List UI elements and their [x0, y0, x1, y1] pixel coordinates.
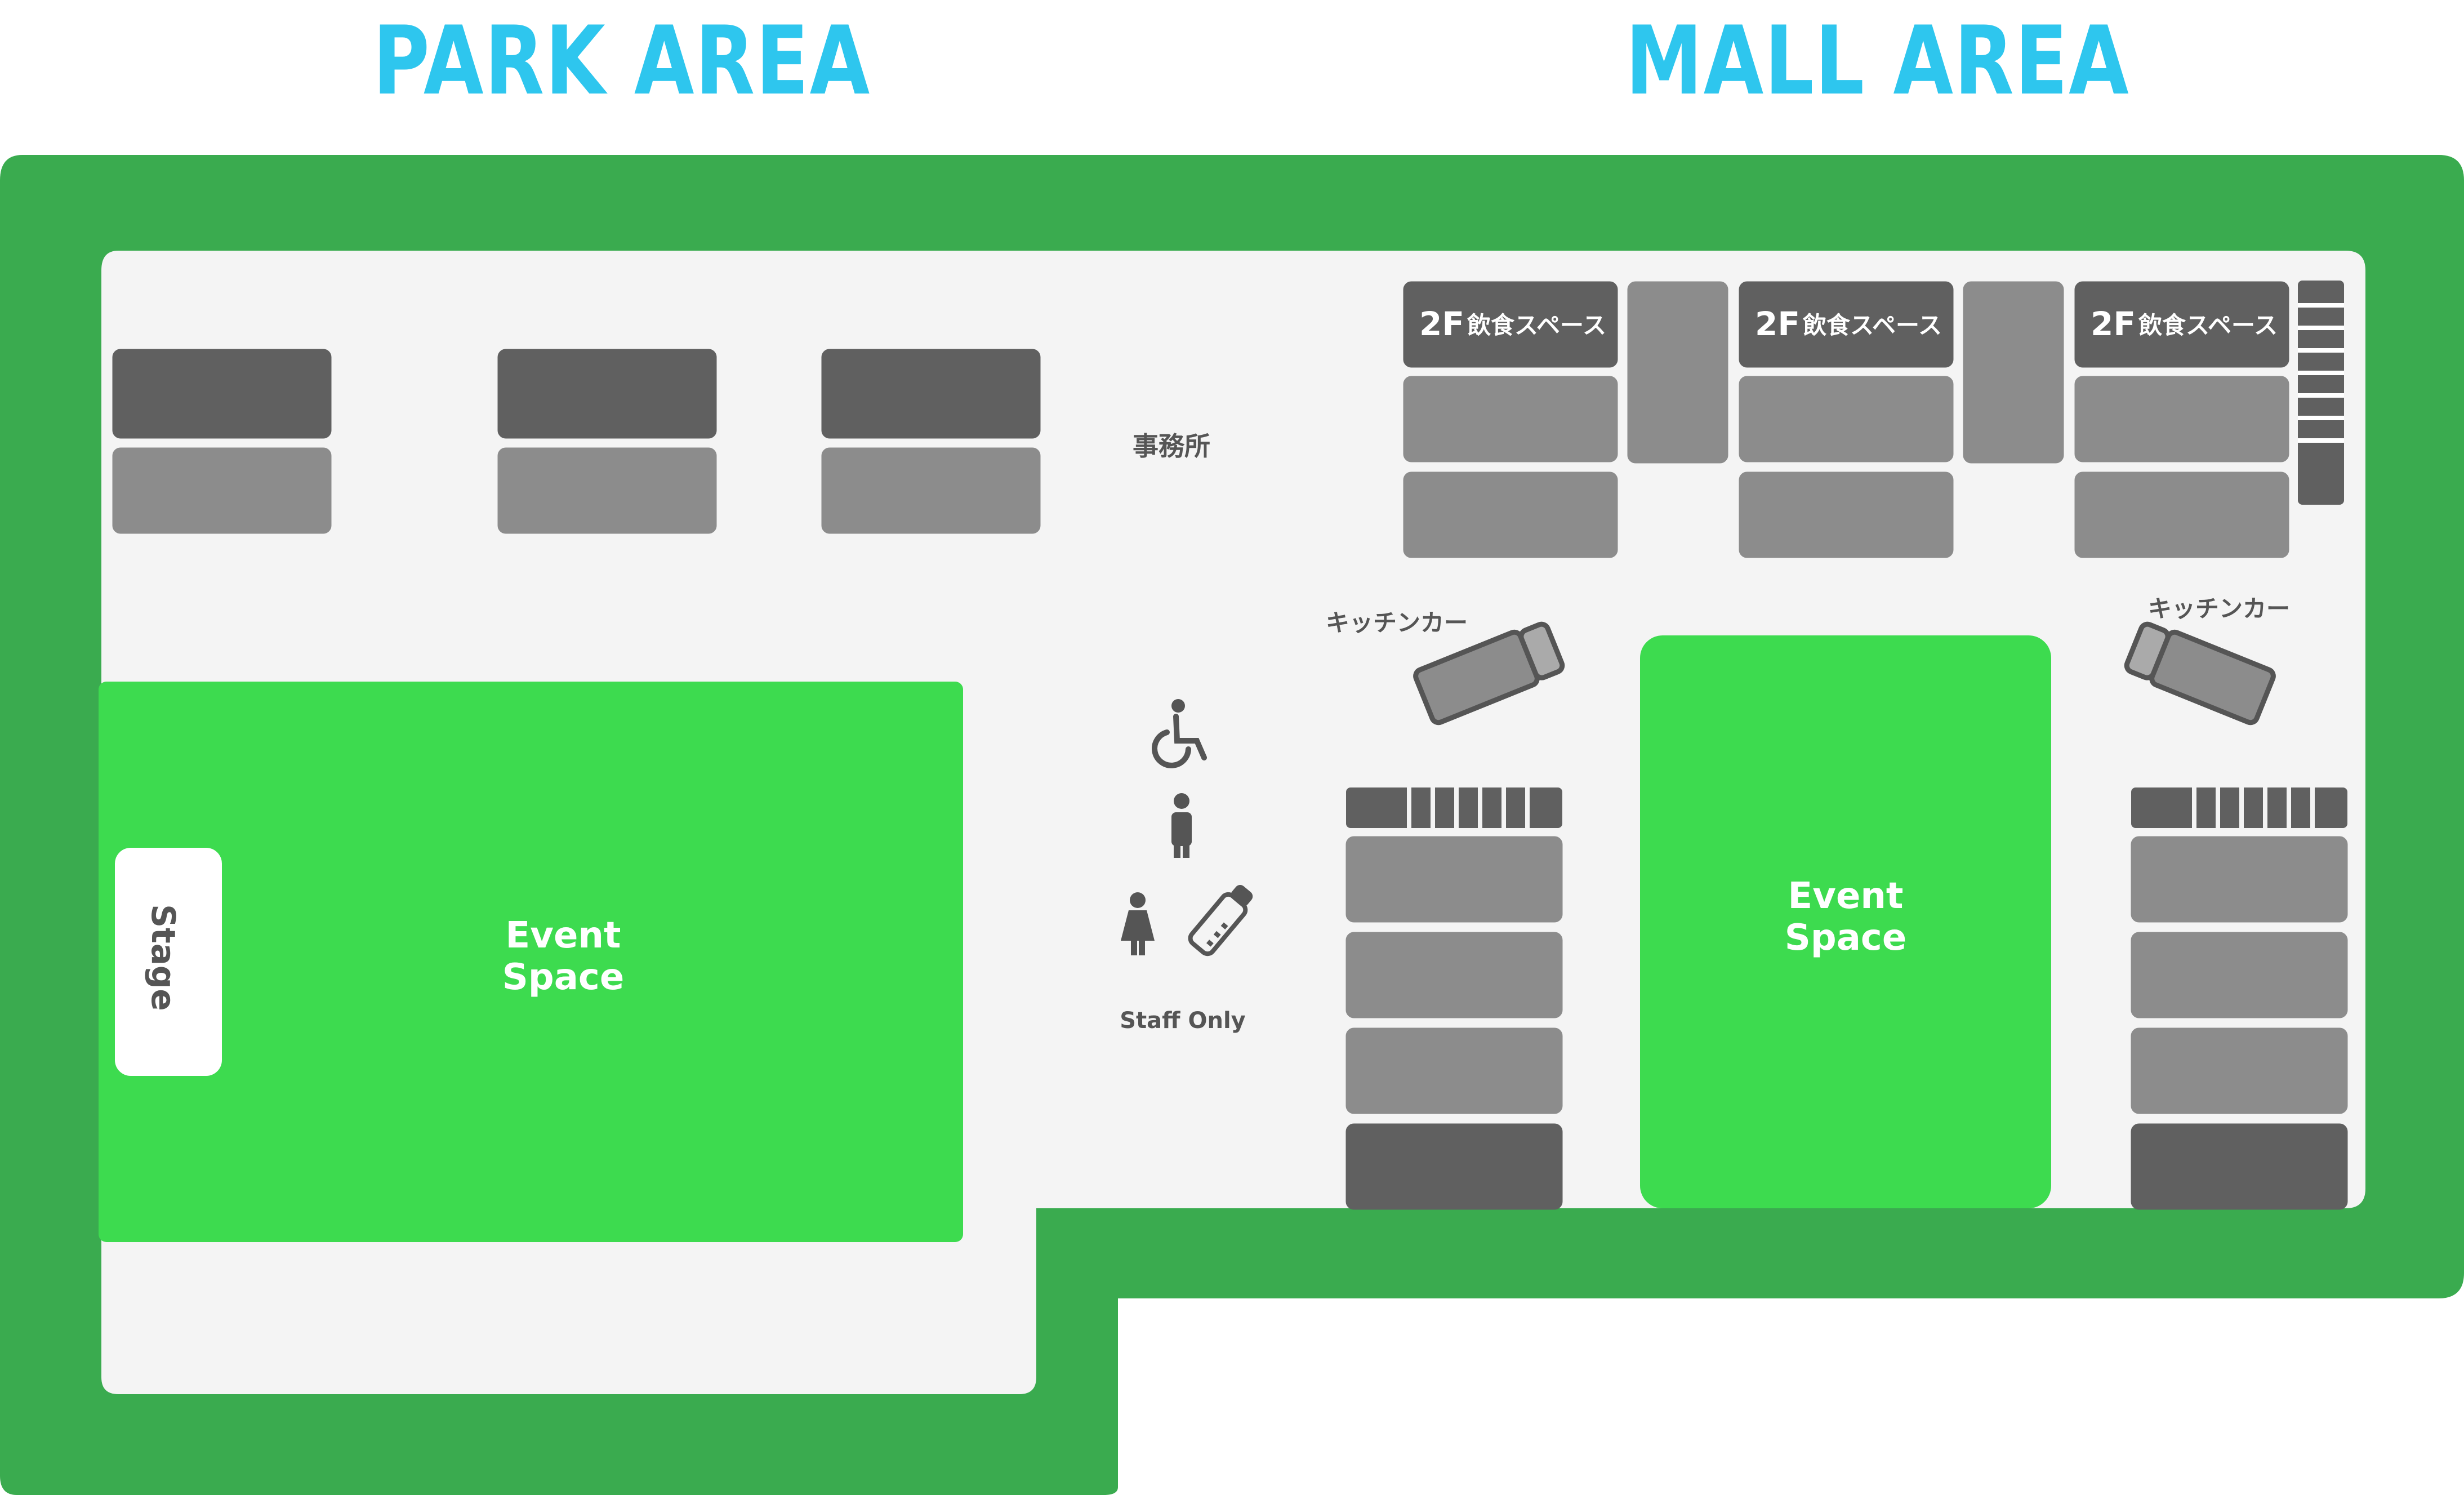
- park-event-space: [99, 682, 963, 1242]
- park-booth-dark-1: [112, 349, 332, 439]
- mall-col-right-3: [2131, 1027, 2348, 1114]
- park-booth-light-3: [821, 447, 1041, 534]
- mall-event-label-2: Space: [1785, 917, 1906, 959]
- mall-col-left-3: [1345, 1027, 1563, 1114]
- mall-booth-b2: [1739, 471, 1954, 558]
- striped-stall-right-col: [2131, 787, 2347, 828]
- kitchen-car-label-left: キッチンカー: [1326, 609, 1468, 637]
- kitchen-car-label-right: キッチンカー: [2148, 595, 2290, 622]
- park-booth-dark-2: [497, 349, 717, 439]
- staff-only-label: Staff Only: [1120, 1008, 1246, 1034]
- mall-booth-a1: [1403, 376, 1618, 462]
- mall-booth-a2: [1403, 471, 1618, 558]
- female-restroom-icon: [1121, 892, 1155, 955]
- striped-stall-left-col: [1346, 787, 1562, 828]
- park-booth-dark-3: [821, 349, 1041, 439]
- mall-col-right-2: [2131, 932, 2348, 1018]
- kitchen-car-left: [1413, 621, 1565, 726]
- dining-2f-3-num: 2F: [2091, 305, 2136, 343]
- mall-col-left-4: [1345, 1123, 1563, 1210]
- dining-2f-1: [1403, 281, 1618, 368]
- mall-booth-c1: [2074, 376, 2289, 462]
- office-label: 事務所: [1133, 431, 1210, 461]
- park-event-label-1: Event: [506, 915, 621, 956]
- kitchen-car-right: [2124, 621, 2276, 726]
- dining-2f-1-num: 2F: [1419, 305, 1464, 343]
- park-event-label-2: Space: [502, 956, 624, 998]
- dining-2f-1-text: 飲食スペース: [1467, 312, 1606, 339]
- mall-booth-tall-2: [1963, 281, 2064, 464]
- striped-stall-right: [2298, 281, 2344, 505]
- mall-area-title: MALL AREA: [1625, 6, 2130, 116]
- mall-booth-c2: [2074, 471, 2289, 558]
- mall-col-left-2: [1345, 932, 1563, 1018]
- dining-2f-3-text: 飲食スペース: [2138, 312, 2278, 339]
- park-booth-light-1: [112, 447, 332, 534]
- dining-2f-2-num: 2F: [1755, 305, 1800, 343]
- mall-event-label-1: Event: [1788, 875, 1904, 917]
- park-area-title: PARK AREA: [373, 6, 871, 116]
- dining-2f-2: [1739, 281, 1954, 368]
- mall-col-right-1: [2131, 836, 2348, 923]
- mall-booth-b1: [1739, 376, 1954, 462]
- mall-event-space: [1640, 635, 2051, 1208]
- male-restroom-icon: [1171, 793, 1192, 858]
- mall-booth-tall-1: [1627, 281, 1728, 464]
- dining-2f-3: [2074, 281, 2289, 368]
- stage: [115, 848, 222, 1076]
- park-booth-light-2: [497, 447, 717, 534]
- wheelchair-icon: [1152, 699, 1207, 768]
- baby-bottle-icon: [1188, 884, 1253, 956]
- stage-label: Stage: [144, 904, 182, 1011]
- dining-2f-2-text: 飲食スペース: [1803, 312, 1942, 339]
- mall-col-left-1: [1345, 836, 1563, 923]
- mall-col-right-4: [2131, 1123, 2348, 1210]
